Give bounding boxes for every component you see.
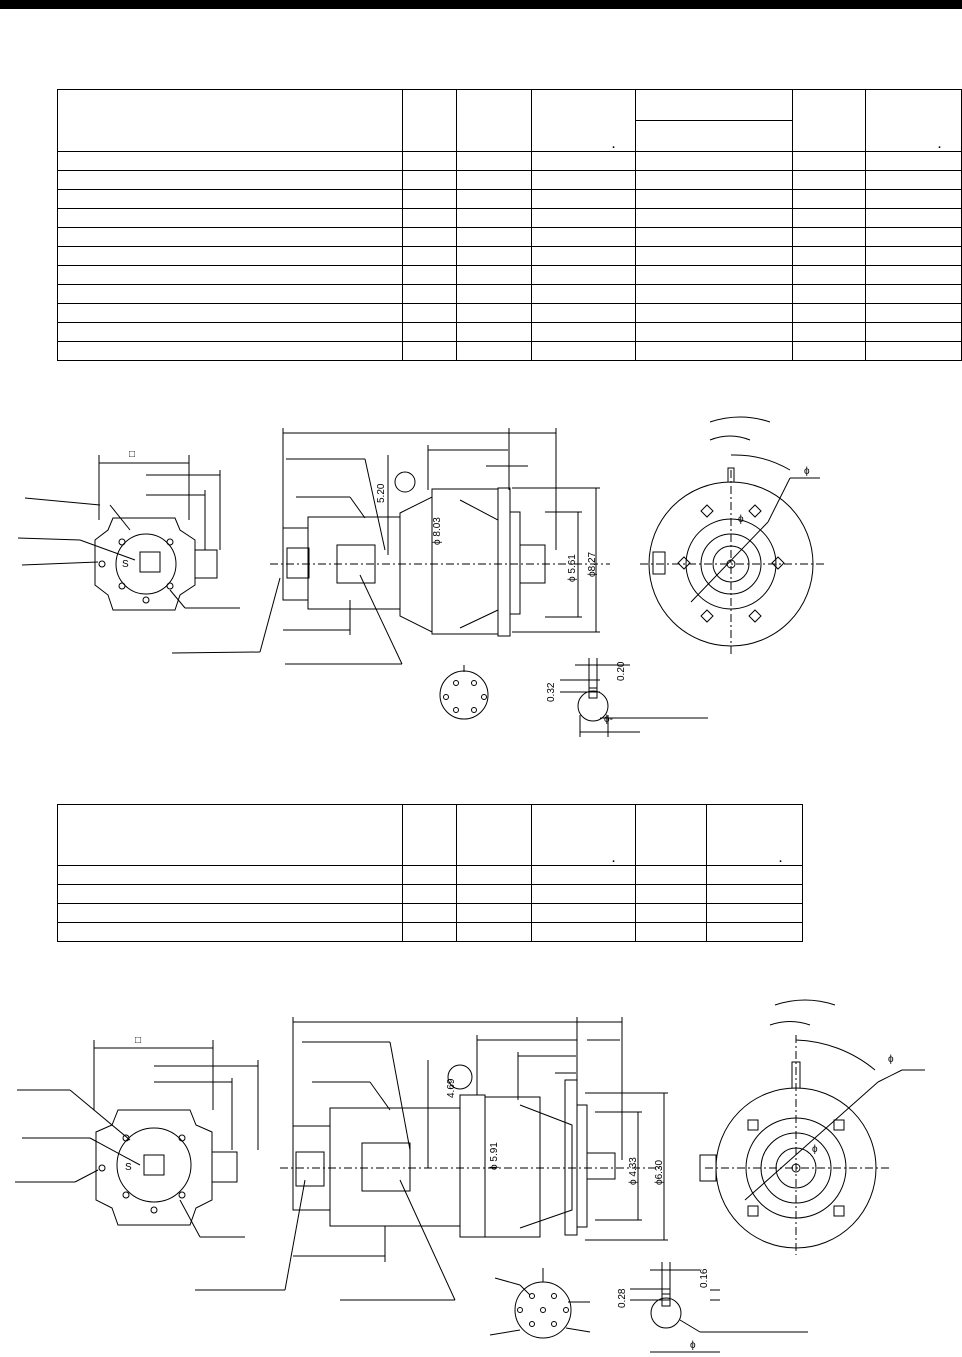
table-row [57, 189, 962, 209]
table-row [57, 341, 962, 361]
spec-table-1: . . [57, 89, 962, 361]
header-dot: . [531, 89, 636, 152]
square-mark: □ [129, 449, 135, 460]
phi-label: ϕ [812, 1144, 818, 1155]
end-view-left [15, 1040, 259, 1238]
dim-key-width: 0.20 [616, 661, 627, 681]
table-row [57, 322, 962, 342]
dim-key-height: 0.32 [546, 682, 557, 702]
end-view-left [17, 455, 240, 611]
dim-length: 5.20 [376, 483, 387, 503]
dim-length: 4.69 [446, 1078, 457, 1098]
s-mark: S [125, 1162, 132, 1173]
table-row [57, 170, 962, 190]
phi-label: ϕ [690, 1340, 696, 1351]
dim-diameter-c: ϕ8.27 [587, 551, 598, 577]
flange-view [699, 999, 925, 1255]
header-dot: . [865, 89, 962, 152]
table-row [57, 284, 962, 304]
side-view [171, 428, 610, 665]
dim-key-height: 0.28 [617, 1288, 628, 1308]
motor-drawing-2: □ S 4.69 ϕ 5.91 ϕ 4.33 ϕ6.30 0.28 0.16 ϕ… [15, 999, 925, 1353]
phi-label: ϕ [888, 1054, 894, 1065]
table-row [57, 151, 962, 171]
phi-label: ϕ [738, 514, 744, 525]
phi-label: ϕ [804, 466, 810, 477]
table-row [57, 865, 803, 885]
table-row [57, 884, 803, 904]
drawing-1-labels: □ S 5.20 ϕ 8.03 ϕ 5.61 ϕ8.27 0.32 0.20 ϕ… [122, 449, 810, 725]
table-row [57, 265, 962, 285]
flange-view [640, 416, 825, 655]
dim-diameter-b: ϕ 4.33 [628, 1157, 639, 1185]
motor-drawing-1: □ S 5.20 ϕ 8.03 ϕ 5.61 ϕ8.27 0.32 0.20 ϕ… [17, 416, 825, 737]
dim-diameter-a: ϕ 5.91 [489, 1142, 500, 1170]
header-dot: . [531, 804, 636, 866]
table-row [57, 227, 962, 247]
drawing-2-labels: □ S 4.69 ϕ 5.91 ϕ 4.33 ϕ6.30 0.28 0.16 ϕ… [125, 1035, 894, 1351]
table-row [57, 208, 962, 228]
square-mark: □ [135, 1035, 141, 1046]
side-view [195, 1017, 668, 1301]
connector-pin-view [439, 665, 489, 720]
table-header-row: . . [57, 89, 962, 152]
table-header-row: . . [57, 804, 803, 866]
phi-label: ϕ- [604, 714, 613, 725]
table-row [57, 922, 803, 942]
s-mark: S [122, 559, 129, 570]
shaft-key-view [560, 658, 708, 737]
dim-diameter-a: ϕ 8.03 [432, 517, 443, 545]
header-dot: . [706, 804, 803, 866]
table-row [57, 246, 962, 266]
table-row [57, 303, 962, 323]
dim-diameter-c: ϕ6.30 [654, 1159, 665, 1185]
dim-key-width: 0.16 [699, 1268, 710, 1288]
header-rule [0, 0, 962, 9]
spec-table-2: . . [57, 804, 803, 942]
table-row [57, 903, 803, 923]
connector-pin-view [489, 1268, 591, 1339]
shaft-key-view [630, 1262, 808, 1353]
dim-diameter-b: ϕ 5.61 [567, 554, 578, 582]
